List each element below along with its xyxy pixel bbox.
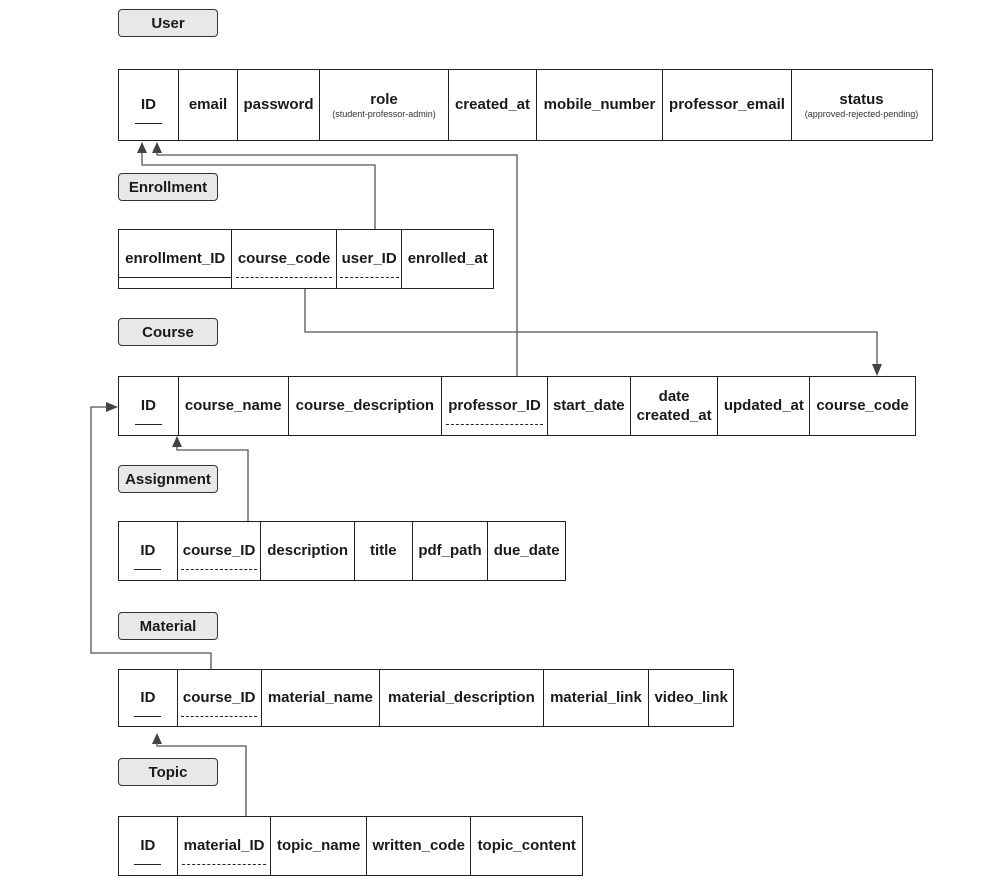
arrowhead-user-2: [152, 142, 162, 153]
column-topic-id: ID: [119, 817, 178, 875]
column-user-role: role(student-professor-admin): [320, 70, 449, 140]
column-material-link: material_link: [544, 670, 650, 726]
column-assignment-due-date: due_date: [493, 542, 560, 560]
entity-label-topic: Topic: [118, 758, 218, 786]
column-user-password: password: [238, 70, 320, 140]
column-enrollment-id: enrollment_ID: [119, 230, 233, 288]
column-assignment-pdf-path: pdf_path: [413, 522, 489, 580]
column-user-professor-email: professor_email: [663, 70, 792, 140]
column-course-updated-at: updated_at: [718, 377, 811, 435]
column-material-description: material_description: [380, 670, 544, 726]
column-enrollment-user-id: user_ID: [337, 230, 403, 288]
table-topic: ID material_ID topic_name written_code t…: [118, 816, 583, 876]
column-assignment-id: ID: [119, 522, 178, 580]
column-user-email: email: [179, 70, 238, 140]
column-assignment-title: title: [355, 522, 413, 580]
column-topic-content: topic_content: [477, 837, 576, 855]
table-material: ID course_ID material_name material_desc…: [118, 669, 734, 727]
column-user-created-at: created_at: [449, 70, 537, 140]
column-topic-written-code: written_code: [367, 817, 472, 875]
column-topic-name: topic_name: [271, 817, 367, 875]
column-topic-material-id: material_ID: [178, 817, 272, 875]
column-user-mobile-number: mobile_number: [537, 70, 663, 140]
column-user-id: ID: [119, 70, 179, 140]
table-user: ID email password role(student-professor…: [118, 69, 933, 141]
table-assignment: ID course_ID description title pdf_path …: [118, 521, 566, 581]
column-assignment-course-id: course_ID: [178, 522, 262, 580]
column-material-id: ID: [119, 670, 178, 726]
column-user-status: status(approved-rejected-pending): [804, 91, 919, 119]
arrowhead-material-course: [106, 402, 118, 412]
entity-label-assignment: Assignment: [118, 465, 218, 493]
column-course-professor-id: professor_ID: [442, 377, 548, 435]
connector-enrollment-course: [304, 289, 878, 366]
column-assignment-description: description: [261, 522, 355, 580]
column-material-video-link: video_link: [654, 689, 728, 707]
column-course-start-date: start_date: [548, 377, 631, 435]
column-course-description: course_description: [289, 377, 443, 435]
column-course-code: course_code: [816, 397, 909, 415]
column-course-id: ID: [119, 377, 179, 435]
column-material-name: material_name: [262, 670, 381, 726]
entity-label-user: User: [118, 9, 218, 37]
column-course-name: course_name: [179, 377, 289, 435]
table-course: ID course_name course_description profes…: [118, 376, 916, 436]
entity-label-material: Material: [118, 612, 218, 640]
arrowhead-user-1: [137, 142, 147, 153]
column-material-course-id: course_ID: [178, 670, 262, 726]
arrowhead-assignment-course: [172, 436, 182, 447]
table-enrollment: enrollment_ID course_code user_ID enroll…: [118, 229, 494, 289]
entity-label-course: Course: [118, 318, 218, 346]
arrowhead-topic-material: [152, 733, 162, 744]
column-enrollment-course-code: course_code: [232, 230, 337, 288]
arrowhead-course-code: [872, 364, 882, 376]
column-enrollment-enrolled-at: enrolled_at: [407, 250, 488, 268]
entity-label-enrollment: Enrollment: [118, 173, 218, 201]
